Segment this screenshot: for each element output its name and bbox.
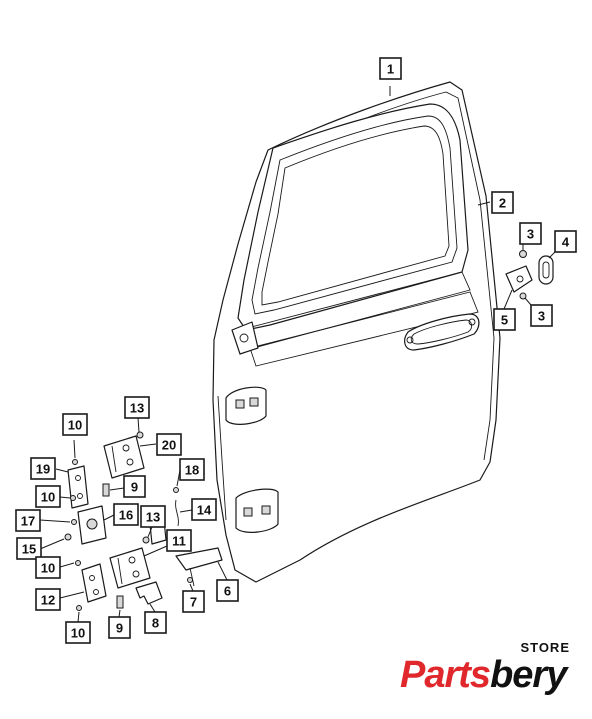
callout-3-lower: 3: [530, 304, 553, 327]
callout-3: 3: [519, 222, 542, 245]
logo-brand-red: Parts: [400, 654, 491, 696]
callout-4: 4: [554, 230, 577, 253]
svg-text:18: 18: [185, 463, 199, 478]
svg-text:10: 10: [68, 418, 82, 433]
svg-text:10: 10: [71, 626, 85, 641]
door-shell: [212, 81, 501, 583]
callout-10-mid: 10: [35, 485, 61, 508]
callout-10-bottom: 10: [65, 621, 91, 644]
leader-lines: [39, 86, 556, 623]
svg-text:6: 6: [224, 584, 231, 599]
svg-text:9: 9: [131, 480, 138, 495]
callout-8: 8: [144, 611, 167, 634]
svg-text:2: 2: [499, 196, 506, 211]
callout-1: 1: [379, 57, 402, 80]
svg-text:16: 16: [119, 508, 133, 523]
callout-19: 19: [30, 457, 56, 480]
svg-text:3: 3: [538, 309, 545, 324]
svg-text:7: 7: [190, 595, 197, 610]
svg-text:12: 12: [41, 593, 55, 608]
callout-15: 15: [16, 537, 42, 560]
svg-text:14: 14: [197, 503, 212, 518]
svg-text:20: 20: [162, 438, 176, 453]
svg-text:1: 1: [387, 62, 394, 77]
svg-text:19: 19: [36, 462, 50, 477]
logo-store-text: STORE: [520, 640, 570, 655]
callout-5: 5: [493, 308, 516, 331]
svg-text:4: 4: [562, 235, 570, 250]
callout-18: 18: [179, 458, 205, 481]
striker-assembly: [505, 250, 554, 300]
svg-text:15: 15: [22, 542, 36, 557]
svg-text:11: 11: [172, 534, 186, 549]
callout-12: 12: [35, 588, 61, 611]
svg-text:10: 10: [41, 561, 55, 576]
svg-text:17: 17: [21, 514, 35, 529]
svg-text:8: 8: [152, 616, 159, 631]
callout-20: 20: [156, 433, 182, 456]
callout-9-upper: 9: [123, 475, 146, 498]
callout-10-lower: 10: [35, 556, 61, 579]
callout-6: 6: [216, 579, 239, 602]
callout-9-lower: 9: [108, 616, 131, 639]
callout-13-upper: 13: [124, 396, 150, 419]
callout-7: 7: [182, 590, 205, 613]
logo-brand-dark: bery: [490, 654, 567, 696]
svg-text:10: 10: [41, 490, 55, 505]
callout-17: 17: [15, 509, 41, 532]
svg-text:3: 3: [527, 227, 534, 242]
callout-14: 14: [191, 498, 217, 521]
svg-text:13: 13: [146, 510, 160, 525]
partsbery-logo: STORE Partsbery: [398, 640, 578, 702]
callout-16: 16: [113, 503, 139, 526]
callout-13-lower: 13: [140, 505, 166, 528]
svg-text:5: 5: [501, 313, 508, 328]
callout-10-top: 10: [62, 413, 88, 436]
svg-text:13: 13: [130, 401, 144, 416]
svg-text:9: 9: [116, 621, 123, 636]
callout-11: 11: [166, 529, 192, 552]
hinge-parts: [64, 431, 223, 611]
callout-2: 2: [491, 191, 514, 214]
logo-brand-text: Partsbery: [400, 654, 567, 697]
